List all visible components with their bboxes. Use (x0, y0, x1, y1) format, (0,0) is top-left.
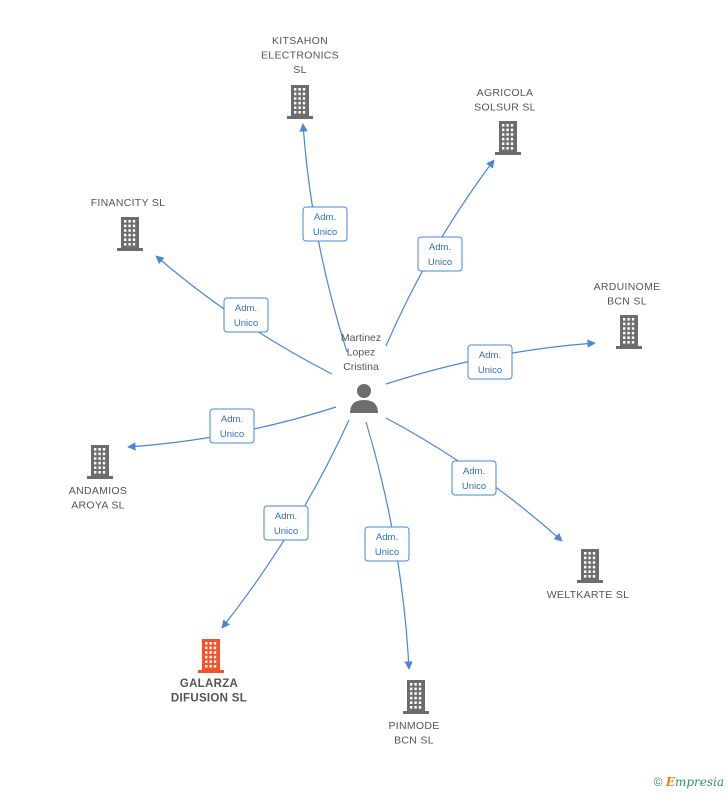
person-name-line: Martinez (341, 332, 381, 344)
relation-badge-pinmode[interactable]: Adm. Unico (364, 526, 410, 562)
relation-text: Unico (375, 547, 399, 558)
company-label-pinmode-line: BCN SL (394, 735, 434, 747)
relation-text: Unico (234, 318, 258, 329)
relation-badge-arduinome[interactable]: Adm. Unico (467, 344, 513, 380)
relation-text: Unico (274, 526, 298, 537)
company-label-arduinome-line: ARDUINOME (594, 281, 661, 293)
relation-text: Adm. (429, 242, 451, 253)
relation-text: Unico (478, 365, 502, 376)
relation-badge-galarza[interactable]: Adm. Unico (263, 505, 309, 541)
relation-text: Unico (313, 227, 337, 238)
relation-text: Adm. (376, 532, 398, 543)
company-label-kitsahon-line: KITSAHON (272, 35, 328, 47)
empresia-logo[interactable]: Empresia (666, 775, 724, 789)
relation-badge-financity[interactable]: Adm. Unico (223, 297, 269, 333)
company-label-agricola-line: SOLSUR SL (474, 102, 536, 114)
nodes: KITSAHON ELECTRONICS SL AGRICOLA SOLSUR SL FI… (69, 35, 661, 747)
relation-badge-kitsahon[interactable]: Adm. Unico (302, 206, 348, 242)
edge-labels: Adm.UnicoAdm.UnicoAdm.UnicoAdm.UnicoAdm.… (209, 206, 513, 562)
company-label-financity-line: FINANCITY SL (91, 197, 166, 209)
relation-text: Adm. (463, 466, 485, 477)
building-icon-kitsahon[interactable] (287, 85, 313, 119)
company-label-galarza-line: GALARZA (180, 678, 238, 690)
brand-initial: E (665, 775, 675, 789)
company-label-agricola-line: AGRICOLA (477, 87, 534, 99)
company-label-galarza: GALARZA DIFUSION SL (171, 678, 247, 705)
company-label-pinmode: PINMODE BCN SL (388, 720, 439, 747)
company-label-andamios: ANDAMIOS AROYA SL (69, 485, 127, 512)
building-icon-andamios[interactable] (87, 445, 113, 479)
relation-text: Adm. (314, 212, 336, 223)
building-icon-agricola[interactable] (495, 121, 521, 155)
company-label-arduinome-line: BCN SL (607, 296, 647, 308)
building-icon-financity[interactable] (117, 217, 143, 251)
relation-text: Adm. (235, 303, 257, 314)
relation-text: Adm. (479, 350, 501, 361)
brand-rest: mpresia (674, 775, 724, 789)
relation-text: Unico (428, 257, 452, 268)
person-name-line: Cristina (343, 361, 379, 373)
relation-text: Unico (462, 481, 486, 492)
company-label-weltkarte: WELTKARTE SL (547, 589, 630, 601)
person-icon[interactable] (350, 384, 378, 413)
relation-text: Unico (220, 429, 244, 440)
footer-credit: © Empresia (654, 775, 724, 789)
company-label-weltkarte-line: WELTKARTE SL (547, 589, 630, 601)
company-label-andamios-line: AROYA SL (71, 500, 125, 512)
company-label-andamios-line: ANDAMIOS (69, 485, 127, 497)
relation-badge-agricola[interactable]: Adm. Unico (417, 236, 463, 272)
building-icon-galarza[interactable] (198, 639, 224, 673)
copyright-symbol: © (653, 775, 663, 789)
relation-badge-andamios[interactable]: Adm. Unico (209, 408, 255, 444)
relation-text: Adm. (221, 414, 243, 425)
company-label-kitsahon-line: ELECTRONICS (261, 50, 339, 62)
company-label-kitsahon-line: SL (293, 64, 306, 76)
relation-badge-weltkarte[interactable]: Adm. Unico (451, 460, 497, 496)
person-name-line: Lopez (347, 347, 376, 359)
building-icon-weltkarte[interactable] (577, 549, 603, 583)
relation-text: Adm. (275, 511, 297, 522)
company-label-agricola: AGRICOLA SOLSUR SL (474, 87, 536, 114)
company-label-kitsahon: KITSAHON ELECTRONICS SL (261, 35, 339, 76)
company-label-financity: FINANCITY SL (91, 197, 166, 209)
company-label-galarza-line: DIFUSION SL (171, 693, 247, 705)
company-label-arduinome: ARDUINOME BCN SL (594, 281, 661, 308)
building-icon-arduinome[interactable] (616, 315, 642, 349)
building-icon-pinmode[interactable] (403, 680, 429, 714)
company-label-pinmode-line: PINMODE (388, 720, 439, 732)
